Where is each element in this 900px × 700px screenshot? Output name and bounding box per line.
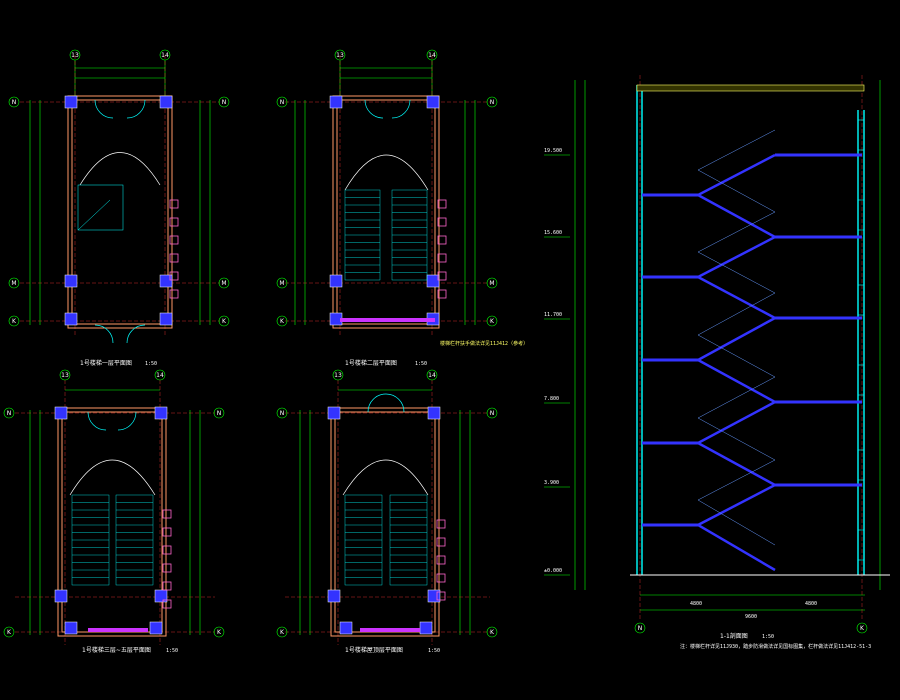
svg-text:13: 13 [61,372,69,379]
grid-bubble: 13 [332,369,344,381]
grid-bubble: 14 [426,369,438,381]
plan-first-floor: 1号楼梯一层平面图 1:50 [20,55,220,367]
level-label: 7.800 [544,396,559,402]
grid-bubble: 14 [159,49,171,61]
grid-bubble: K [856,622,868,634]
grid-bubble: N [276,96,288,108]
plan-second-floor: 楼梯栏杆扶手做法详见11J412（参考） 1号楼梯二层平面图 1:50 [285,55,528,367]
svg-text:M: M [489,280,494,287]
svg-text:K: K [217,629,222,636]
section-note: 注：楼梯栏杆详见11J930，踏步防滑做法详见国标图集，栏杆做法详见11J412… [680,643,871,650]
plan-2-stair-flights [344,189,428,281]
grid-bubble: 13 [334,49,346,61]
grid-bubble: K [3,626,15,638]
svg-text:N: N [638,625,643,632]
level-label: ±0.000 [544,568,562,574]
svg-text:13: 13 [336,52,344,59]
grid-bubble: N [8,96,20,108]
svg-text:N: N [12,99,17,106]
level-label: 3.900 [544,480,559,486]
grid-bubble: N [213,407,225,419]
grid-bubble: K [276,626,288,638]
level-label: 11.700 [544,312,562,318]
plan-4-stair-flights [344,494,428,586]
grid-bubble: N [486,96,498,108]
section-dim-left: 4800 [690,601,702,607]
grid-bubble: 14 [426,49,438,61]
plan-4-title: 1号楼梯屋顶层平面图 [345,646,403,654]
plan-1-title: 1号楼梯一层平面图 [80,359,132,367]
plan-2-note: 楼梯栏杆扶手做法详见11J412（参考） [440,340,528,347]
svg-text:K: K [280,629,285,636]
grid-bubble: 13 [59,369,71,381]
plan-2-scale: 1:50 [415,361,427,367]
grid-bubble: N [218,96,230,108]
grid-bubble: M [276,277,288,289]
axis-bubbles: 13 14 N N M M K K 13 14 N N M M K K 13 1… [3,49,868,638]
stair-section-view: ±0.000 3.900 7.800 11.700 15.600 19.500 … [544,75,890,650]
grid-bubble: M [486,277,498,289]
svg-text:14: 14 [428,372,436,379]
svg-text:14: 14 [428,52,436,59]
grid-bubble: M [218,277,230,289]
level-label: 15.600 [544,230,562,236]
svg-text:K: K [490,318,495,325]
grid-bubble: K [486,626,498,638]
grid-bubble: 14 [154,369,166,381]
svg-text:N: N [280,410,285,417]
plan-2-title: 1号楼梯二层平面图 [345,359,397,367]
svg-text:14: 14 [156,372,164,379]
grid-bubble: K [213,626,225,638]
svg-text:K: K [490,629,495,636]
grid-bubble: N [276,407,288,419]
grid-bubble: N [486,407,498,419]
section-stair-flights [695,153,778,572]
grid-bubble: K [276,315,288,327]
plan-4-scale: 1:50 [428,648,440,654]
plan-3-scale: 1:50 [166,648,178,654]
section-scale: 1:50 [762,634,774,640]
svg-text:M: M [221,280,226,287]
svg-text:K: K [860,625,865,632]
section-title: 1-1剖面图 [720,632,748,640]
svg-text:M: M [11,280,16,287]
svg-text:14: 14 [161,52,169,59]
grid-bubble: N [634,622,646,634]
level-label: 19.500 [544,148,562,154]
svg-text:13: 13 [334,372,342,379]
svg-text:K: K [280,318,285,325]
plan-3-title: 1号楼梯三层~五层平面图 [82,646,151,654]
svg-text:N: N [490,410,495,417]
plan-roof-floor: 1号楼梯屋顶层平面图 1:50 [285,380,490,654]
svg-text:N: N [217,410,222,417]
svg-text:N: N [222,99,227,106]
section-level-labels: ±0.000 3.900 7.800 11.700 15.600 19.500 [544,148,562,574]
svg-text:13: 13 [71,52,79,59]
svg-text:K: K [7,629,12,636]
svg-text:K: K [222,318,227,325]
grid-bubble: K [486,315,498,327]
grid-bubble: N [3,407,15,419]
svg-text:N: N [280,99,285,106]
svg-text:N: N [7,410,12,417]
grid-bubble: M [8,277,20,289]
svg-text:M: M [279,280,284,287]
grid-bubble: K [8,315,20,327]
svg-text:K: K [12,318,17,325]
section-dim-total: 9600 [745,614,757,620]
svg-text:N: N [490,99,495,106]
section-dim-right: 4800 [805,601,817,607]
plan-1-scale: 1:50 [145,361,157,367]
grid-bubble: 13 [69,49,81,61]
grid-bubble: K [218,315,230,327]
plan-3-stair-flights [71,494,154,586]
plan-third-to-fifth-floor: 1号楼梯三层~五层平面图 1:50 [15,380,215,654]
